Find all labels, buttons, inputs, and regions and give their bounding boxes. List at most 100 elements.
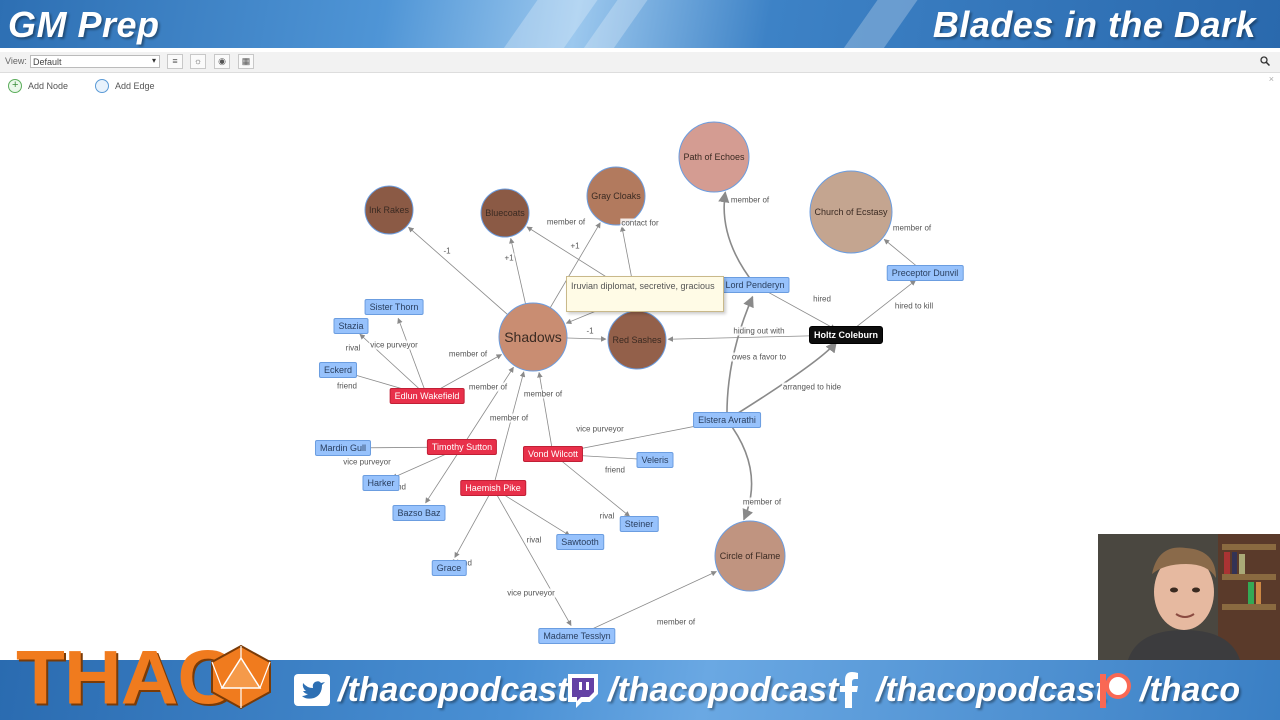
webcam-image	[1098, 534, 1280, 660]
edge-label: hired	[812, 294, 832, 304]
close-icon[interactable]: ×	[1268, 74, 1274, 84]
person-node-steiner[interactable]: Steiner	[619, 516, 659, 532]
person-node-grace[interactable]: Grace	[431, 560, 467, 576]
person-node-harker[interactable]: Harker	[362, 475, 400, 491]
person-node-mardin[interactable]: Mardin Gull	[314, 440, 372, 456]
focus-button[interactable]: ◉	[214, 54, 230, 69]
faction-node-ink-rakes[interactable]	[364, 185, 414, 235]
twitter-link[interactable]: /thacopodcast	[292, 668, 568, 712]
edge-label: member of	[545, 217, 587, 227]
person-node-haemish[interactable]: Haemish Pike	[460, 480, 526, 496]
graph-edge[interactable]	[576, 571, 717, 637]
graph-edge[interactable]	[726, 419, 753, 521]
edge-label: arranged to hide	[781, 382, 843, 392]
edge-label: vice purveyor	[506, 588, 556, 598]
top-banner: GM Prep Blades in the Dark	[0, 0, 1280, 48]
faction-node-church-of-ecstasy[interactable]	[809, 170, 893, 254]
person-node-edlun[interactable]: Edlun Wakefield	[389, 388, 465, 404]
twitch-handle: /thacopodcast	[608, 671, 839, 709]
person-node-stazia[interactable]: Stazia	[333, 318, 369, 334]
graph-edge[interactable]	[461, 366, 514, 448]
view-select[interactable]: Default ▾	[30, 55, 160, 68]
patreon-icon	[1100, 673, 1131, 708]
edge-label: +1	[569, 241, 581, 251]
graph-edge[interactable]	[552, 453, 631, 517]
graph-edge[interactable]	[425, 446, 463, 504]
twitch-link[interactable]: /thacopodcast	[562, 668, 838, 712]
node-tooltip: Iruvian diplomat, secretive, gracious	[566, 276, 724, 312]
d20-dice-icon	[211, 644, 271, 710]
faction-node-circle-of-flame[interactable]	[714, 520, 786, 592]
patreon-handle: /thaco	[1140, 671, 1241, 709]
faction-label: Ink Rakes	[368, 205, 410, 215]
sun-icon: ☼	[193, 56, 203, 66]
facebook-handle: /thacopodcast	[876, 671, 1107, 709]
edge-label: contact for	[620, 218, 660, 228]
thaco-logo: THAC	[16, 635, 235, 720]
person-node-sister-thorn[interactable]: Sister Thorn	[364, 299, 424, 315]
add-edge-button[interactable]: Add Edge	[95, 79, 155, 93]
graph-edge[interactable]	[845, 280, 917, 336]
grid-icon: ▦	[241, 56, 251, 66]
chevron-down-icon: ▾	[151, 56, 156, 65]
faction-node-gray-cloaks[interactable]	[586, 166, 646, 226]
edge-label: rival	[525, 535, 543, 545]
person-node-vond[interactable]: Vond Wilcott	[522, 446, 584, 462]
edge-label: member of	[729, 195, 771, 205]
graph-edge[interactable]	[726, 341, 837, 421]
person-node-veleris[interactable]: Veleris	[636, 452, 674, 468]
add-edge-label: Add Edge	[115, 81, 155, 91]
twitch-icon	[568, 674, 598, 708]
faction-label: Gray Cloaks	[591, 191, 641, 201]
edge-label: owes a favor to	[730, 352, 788, 362]
edge-label: member of	[741, 497, 783, 507]
graph-edge[interactable]	[397, 317, 428, 397]
edge-label: -1	[442, 246, 452, 256]
person-node-bazso[interactable]: Bazso Baz	[392, 505, 446, 521]
edge-label: vice purveyor	[369, 340, 419, 350]
person-node-dunvil[interactable]: Preceptor Dunvil	[886, 265, 964, 281]
graph-edge[interactable]	[718, 191, 756, 286]
facebook-icon	[840, 672, 858, 708]
faction-node-bluecoats[interactable]	[480, 188, 530, 238]
faction-node-shadows[interactable]	[498, 302, 568, 372]
person-node-sawtooth[interactable]: Sawtooth	[556, 534, 604, 550]
faction-label: Church of Ecstasy	[814, 207, 888, 217]
edge-label: vice purveyor	[575, 424, 625, 434]
list-view-button[interactable]: ≡	[167, 54, 183, 69]
faction-label: Bluecoats	[485, 208, 525, 218]
faction-label: Path of Echoes	[683, 152, 745, 162]
graph-edge[interactable]	[454, 487, 494, 558]
search-icon[interactable]	[1260, 56, 1270, 66]
person-node-madame[interactable]: Madame Tesslyn	[538, 628, 616, 644]
target-icon: ◉	[218, 56, 226, 66]
add-node-button[interactable]: Add Node	[8, 79, 68, 93]
person-node-elstera[interactable]: Elstera Avrathi	[693, 412, 761, 428]
person-node-holtz[interactable]: Holtz Coleburn	[809, 326, 883, 344]
settings-button[interactable]: ☼	[190, 54, 206, 69]
add-edge-icon	[95, 79, 109, 93]
person-node-timothy[interactable]: Timothy Sutton	[426, 439, 498, 455]
person-node-eckerd[interactable]: Eckerd	[318, 362, 358, 378]
edge-label: member of	[522, 389, 564, 399]
edge-label: member of	[655, 617, 697, 627]
graph-edge[interactable]	[492, 487, 572, 627]
edge-label: member of	[447, 349, 489, 359]
graph-canvas[interactable]	[0, 96, 1280, 660]
graph-edge[interactable]	[492, 371, 526, 489]
person-node-penderyn[interactable]: Lord Penderyn	[720, 277, 790, 293]
faction-node-path-of-echoes[interactable]	[678, 121, 750, 193]
view-select-value: Default	[33, 57, 62, 67]
edge-label: member of	[467, 382, 509, 392]
facebook-link[interactable]: /thacopodcast	[830, 668, 1106, 712]
edge-label: vice purveyor	[342, 457, 392, 467]
banner-title-left: GM Prep	[8, 4, 160, 45]
grid-button[interactable]: ▦	[238, 54, 254, 69]
edge-label: friend	[603, 465, 627, 475]
faction-label: Circle of Flame	[719, 551, 781, 561]
patreon-link[interactable]: /thaco	[1094, 668, 1240, 712]
edge-label: rival	[598, 511, 616, 521]
twitter-icon	[294, 674, 330, 706]
graph-edge[interactable]	[537, 371, 554, 455]
